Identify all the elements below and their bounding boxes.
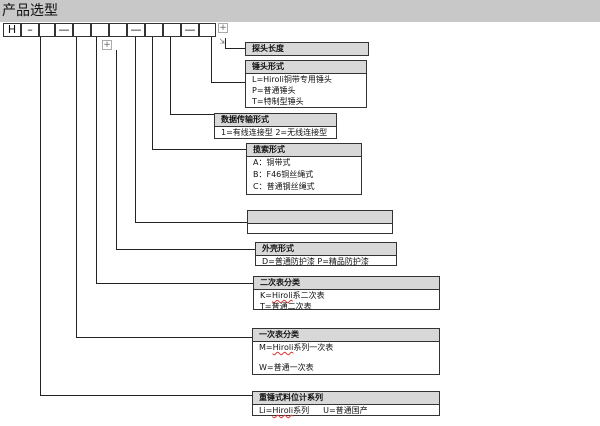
heavy-hammer-series-option-li-brand: Hiroli <box>272 406 294 415</box>
connector-cable-v <box>152 37 153 150</box>
connector-blank-h <box>135 222 247 223</box>
secondary-meter-title: 二次表分类 <box>254 277 439 290</box>
housing-type-title: 外壳形式 <box>256 243 396 256</box>
code-box-data-transmission[interactable] <box>163 23 181 37</box>
connector-hammer-v <box>211 37 212 83</box>
cable-type-option-c: C：普通钢丝绳式 <box>253 182 315 191</box>
connector-housing-v <box>116 50 117 250</box>
data-transmission-title: 数据传输形式 <box>215 114 336 127</box>
heavy-hammer-series-option-li-suffix: 系列 <box>293 406 310 415</box>
cable-type-panel: 揽索形式 A：铜带式 B：F46铜丝绳式 C：普通钢丝绳式 <box>246 143 362 195</box>
hammer-type-option-p: P=普通锤头 <box>252 86 296 95</box>
secondary-meter-panel: 二次表分类 K=Hiroli系二次表 T=普通二次表 <box>253 276 440 311</box>
housing-type-panel: 外壳形式 D=普通防护漆 P=精品防护漆 <box>255 242 397 266</box>
connector-primary-v <box>76 37 77 338</box>
primary-meter-option-m-suffix: 系列一次表 <box>293 343 334 352</box>
probe-length-panel: 探头长度 <box>245 42 369 56</box>
code-box-dash-4: — <box>181 23 199 37</box>
heavy-hammer-series-title: 重锤式料位计系列 <box>253 392 439 405</box>
secondary-meter-option-t: T=普通二次表 <box>260 302 312 311</box>
heavy-hammer-series-option-u: U=普通国产 <box>323 406 368 415</box>
primary-meter-title: 一次表分类 <box>253 329 439 342</box>
cable-type-title: 揽索形式 <box>247 144 361 157</box>
primary-meter-option-m: M=Hiroli系列一次表 <box>253 342 439 353</box>
connector-housing-h <box>116 249 255 250</box>
code-box-hammer[interactable] <box>199 23 216 37</box>
code-box-series[interactable]: H <box>3 23 21 37</box>
blank-panel <box>247 210 393 234</box>
connector-data-v <box>170 37 171 115</box>
hammer-type-option-t: T=特制型锤头 <box>252 97 304 106</box>
resize-handle-icon[interactable]: ⇲ <box>219 37 226 46</box>
secondary-meter-option-k-brand: Hiroli <box>271 291 293 300</box>
connector-series-h <box>40 395 252 396</box>
connector-probe-length-v <box>225 38 226 49</box>
code-box-blank[interactable] <box>109 23 127 37</box>
code-box-dash-2: — <box>55 23 73 37</box>
hammer-type-option-l: L=Hiroli铜带专用锤头 <box>252 75 332 84</box>
code-box-housing[interactable] <box>91 23 109 37</box>
data-transmission-options: 1=有线连接型 2=无线连接型 <box>221 128 328 137</box>
probe-length-title: 探头长度 <box>246 43 368 55</box>
cable-type-option-a: A：铜带式 <box>253 158 291 167</box>
secondary-meter-option-k-prefix: K= <box>260 291 272 300</box>
primary-meter-option-m-brand: Hiroli <box>272 343 294 352</box>
hammer-type-title: 锤头形式 <box>246 61 366 74</box>
code-box-dash-1: – <box>21 23 39 37</box>
primary-meter-option-w: W=普通一次表 <box>259 363 314 372</box>
cable-type-option-b: B：F46铜丝绳式 <box>253 170 314 179</box>
add-field-button-right[interactable]: + <box>218 23 228 33</box>
heavy-hammer-series-option-li-prefix: Li= <box>259 406 273 415</box>
secondary-meter-option-k: K=Hiroli系二次表 <box>254 290 439 301</box>
connector-data-h <box>170 114 214 115</box>
add-field-button-bottom[interactable]: + <box>102 40 112 50</box>
connector-probe-length-h <box>225 48 245 49</box>
connector-series-v <box>40 37 41 396</box>
heavy-hammer-series-options: Li=Hiroli系列 U=普通国产 <box>253 405 439 416</box>
connector-hammer-h <box>211 82 245 83</box>
connector-secondary-v <box>96 37 97 284</box>
page-title-bar: 产品选型 <box>0 0 600 22</box>
code-box-secondary-meter[interactable] <box>73 23 91 37</box>
housing-type-options: D=普通防护漆 P=精品防护漆 <box>262 257 369 266</box>
heavy-hammer-series-panel: 重锤式料位计系列 Li=Hiroli系列 U=普通国产 <box>252 391 440 416</box>
data-transmission-panel: 数据传输形式 1=有线连接型 2=无线连接型 <box>214 113 337 139</box>
connector-secondary-h <box>96 283 253 284</box>
connector-cable-h <box>152 149 246 150</box>
hammer-type-panel: 锤头形式 L=Hiroli铜带专用锤头 P=普通锤头 T=特制型锤头 <box>245 60 367 108</box>
code-box-cable[interactable] <box>145 23 163 37</box>
connector-blank-v <box>135 37 136 223</box>
primary-meter-option-m-prefix: M= <box>259 343 273 352</box>
code-box-primary-meter[interactable] <box>39 23 55 37</box>
connector-primary-h <box>76 337 252 338</box>
code-box-dash-3: — <box>127 23 145 37</box>
page-title: 产品选型 <box>2 3 58 19</box>
blank-panel-title <box>248 211 392 224</box>
primary-meter-panel: 一次表分类 M=Hiroli系列一次表 W=普通一次表 <box>252 328 440 375</box>
secondary-meter-option-k-suffix: 系二次表 <box>292 291 325 300</box>
